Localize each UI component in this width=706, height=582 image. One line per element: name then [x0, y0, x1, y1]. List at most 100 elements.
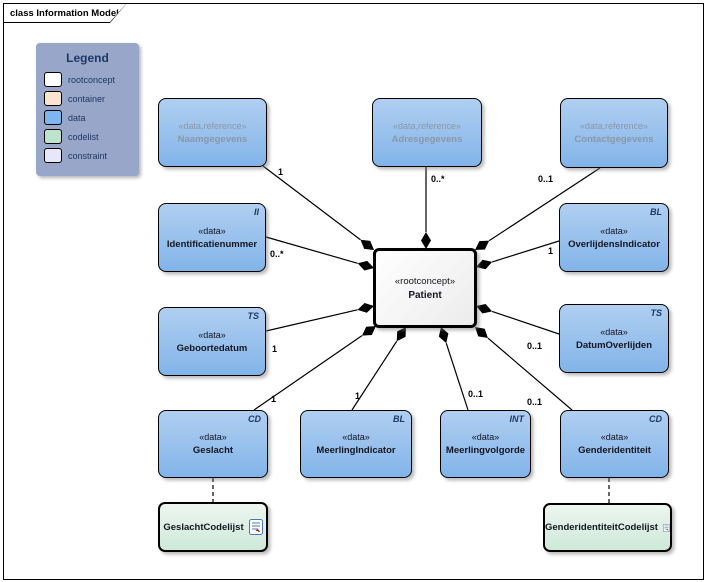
container-swatch — [44, 91, 62, 106]
datatype-code: CD — [649, 414, 662, 424]
stereotype: «data,reference» — [392, 120, 462, 131]
frame-title: class Information Model — [4, 4, 126, 22]
legend-item-constraint: constraint — [44, 148, 139, 163]
composition-diamond-icon — [357, 260, 374, 271]
node-geslachtcodelijst[interactable]: GeslachtCodelijst — [158, 502, 268, 552]
legend-item-data: data — [44, 110, 139, 125]
node-name: Identificatienummer — [166, 238, 258, 250]
composition-diamond-icon — [476, 259, 493, 270]
stereotype: «data,reference» — [579, 121, 649, 131]
datatype-code: INT — [509, 414, 525, 424]
diagram-frame — [3, 3, 704, 580]
node-name: Patient — [408, 289, 442, 301]
stereotype: «data» — [600, 326, 628, 337]
datatype-code: CD — [248, 414, 261, 424]
multiplicity-label: 1 — [548, 246, 554, 256]
document-icon — [248, 519, 263, 535]
legend: Legend rootconcept container data codeli… — [36, 43, 139, 176]
composition-line — [253, 335, 363, 411]
node-geslacht[interactable]: CD «data» Geslacht — [158, 410, 268, 478]
node-name: GeslachtCodelijst — [163, 521, 244, 533]
legend-item-label: constraint — [68, 150, 108, 161]
composition-line — [265, 309, 358, 332]
node-patient[interactable]: «rootconcept» Patient — [373, 248, 477, 328]
node-adresgegevens[interactable]: «data,reference» Adresgegevens — [372, 98, 482, 167]
multiplicity-label: 0..* — [270, 249, 284, 259]
stereotype: «data» — [600, 432, 629, 442]
node-name: DatumOverlijden — [575, 339, 653, 351]
composition-line — [491, 310, 560, 335]
node-identificatienummer[interactable]: II «data» Identificatienummer — [158, 203, 266, 272]
stereotype: «data» — [342, 432, 370, 442]
rootconcept-swatch — [44, 72, 62, 87]
stereotype: «data» — [600, 225, 628, 236]
stereotype: «data,reference» — [178, 120, 247, 131]
node-name: Meerlingvolgorde — [445, 445, 526, 456]
composition-diamond-icon — [438, 327, 449, 344]
data-swatch — [44, 110, 62, 125]
composition-diamond-icon — [361, 326, 376, 336]
node-meerlingindicator[interactable]: BL «data» MeerlingIndicator — [300, 410, 412, 478]
node-name: Geboortedatum — [176, 342, 248, 354]
multiplicity-label: 0..1 — [527, 397, 543, 407]
composition-line — [487, 337, 573, 411]
legend-item-label: data — [68, 112, 86, 123]
composition-diamond-icon — [475, 240, 490, 250]
multiplicity-label: 0..* — [431, 174, 445, 184]
constraint-swatch — [44, 148, 62, 163]
composition-line — [445, 342, 469, 411]
composition-diamond-icon — [421, 232, 431, 249]
legend-item-label: rootconcept — [68, 74, 116, 85]
legend-item-codelist: codelist — [44, 129, 139, 144]
node-datumoverlijden[interactable]: TS «data» DatumOverlijden — [559, 304, 669, 373]
node-overlijdensindicator[interactable]: BL «data» OverlijdensIndicator — [559, 203, 669, 272]
frame-title-tab: class Information Model — [3, 3, 127, 23]
codelist-swatch — [44, 129, 62, 144]
composition-line — [351, 340, 398, 411]
legend-item-container: container — [44, 91, 139, 106]
composition-line — [262, 165, 361, 241]
composition-diamond-icon — [396, 327, 406, 342]
multiplicity-label: 0..1 — [538, 174, 554, 184]
node-name: Naamgegevens — [177, 133, 248, 145]
node-name: GenderidentiteitCodelijst — [545, 522, 658, 533]
stereotype: «data» — [198, 225, 226, 236]
legend-item-label: codelist — [68, 131, 99, 142]
stereotype: «data» — [198, 329, 226, 340]
document-icon — [662, 523, 670, 532]
datatype-code: II — [253, 207, 259, 217]
composition-diamond-icon — [357, 303, 374, 313]
node-name: Geslacht — [192, 445, 234, 456]
node-genderidentiteitcodelijst[interactable]: GenderidentiteitCodelijst — [543, 503, 672, 552]
node-name: Contactgegevens — [574, 134, 654, 145]
stereotype: «data» — [199, 432, 227, 442]
legend-title: Legend — [66, 51, 109, 65]
multiplicity-label: 1 — [271, 394, 277, 404]
stereotype: «data» — [471, 432, 500, 442]
datatype-code: BL — [650, 207, 662, 217]
composition-diamond-icon — [360, 239, 374, 250]
multiplicity-label: 1 — [278, 167, 284, 177]
datatype-code: BL — [393, 414, 405, 424]
node-contactgegevens[interactable]: «data,reference» Contactgegevens — [560, 98, 668, 168]
datatype-code: TS — [247, 311, 259, 321]
multiplicity-label: 0..1 — [468, 389, 484, 399]
stereotype: «rootconcept» — [394, 275, 456, 287]
multiplicity-label: 1 — [355, 391, 361, 401]
legend-item-label: container — [68, 93, 106, 104]
node-meerlingvolgorde[interactable]: INT «data» Meerlingvolgorde — [440, 410, 531, 478]
node-name: OverlijdensIndicator — [568, 238, 660, 250]
composition-line — [265, 236, 358, 264]
composition-line — [488, 167, 601, 242]
multiplicity-label: 0..1 — [527, 341, 543, 351]
node-genderidentiteit[interactable]: CD «data» Genderidentiteit — [560, 410, 669, 478]
composition-line — [492, 240, 560, 263]
composition-diamond-icon — [475, 327, 488, 339]
node-naamgegevens[interactable]: «data,reference» Naamgegevens — [158, 98, 267, 167]
multiplicity-label: 1 — [272, 344, 278, 354]
node-name: Genderidentiteit — [578, 445, 651, 456]
node-name: Adresgegevens — [391, 133, 463, 145]
node-geboortedatum[interactable]: TS «data» Geboortedatum — [158, 307, 266, 376]
